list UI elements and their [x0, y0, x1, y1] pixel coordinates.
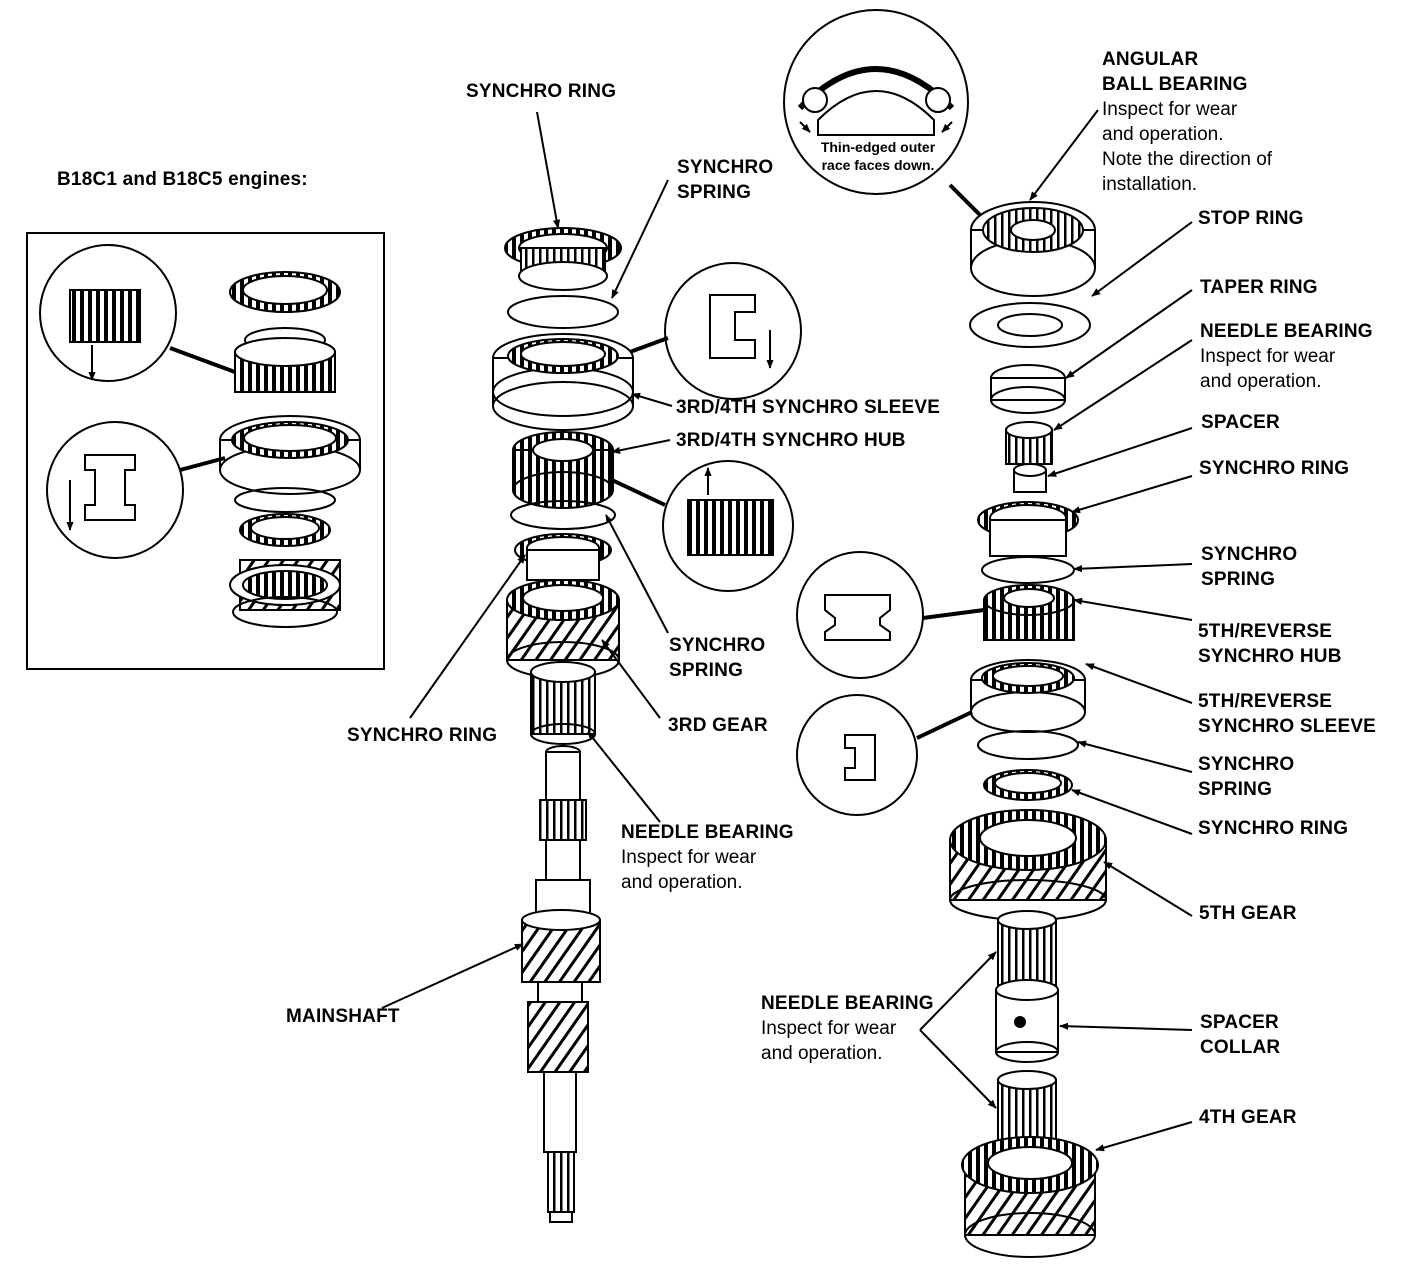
variant-inset — [26, 232, 385, 670]
label-synchro-ring-mid: SYNCHRO RING — [347, 725, 498, 746]
label-needle-bearing-r1: NEEDLE BEARING Inspect for wear and oper… — [1200, 321, 1373, 392]
mainshaft-assembly — [492, 227, 802, 1223]
label-taper-ring: TAPER RING — [1200, 277, 1318, 298]
label-3rd-4th-synchro-sleeve: 3RD/4TH SYNCHRO SLEEVE — [676, 397, 941, 418]
label-3rd-4th-synchro-hub: 3RD/4TH SYNCHRO HUB — [676, 430, 906, 451]
label-angular-ball-bearing: ANGULAR BALL BEARING Inspect for wear an… — [1102, 49, 1273, 195]
leader-lines — [381, 109, 1193, 1152]
label-mainshaft: MAINSHAFT — [286, 1006, 400, 1027]
label-needle-bearing-main: NEEDLE BEARING Inspect for wear and oper… — [621, 822, 794, 893]
label-synchro-ring-r1: SYNCHRO RING — [1199, 458, 1350, 479]
label-stop-ring: STOP RING — [1198, 208, 1304, 229]
bearing-orientation-note: Thin-edged outer race faces down. — [818, 138, 938, 174]
note-line-1: Thin-edged outer — [820, 139, 936, 155]
note-line-2: race faces down. — [821, 157, 935, 173]
label-needle-bearing-r2: NEEDLE BEARING Inspect for wear and oper… — [761, 993, 934, 1064]
variant-title: B18C1 and B18C5 engines: — [57, 169, 308, 190]
label-synchro-ring-top: SYNCHRO RING — [466, 81, 617, 102]
countershaft-assembly — [783, 9, 1107, 1258]
label-spacer: SPACER — [1201, 412, 1280, 433]
label-5th-gear: 5TH GEAR — [1199, 903, 1297, 924]
label-4th-gear: 4TH GEAR — [1199, 1107, 1297, 1128]
label-synchro-ring-r2: SYNCHRO RING — [1198, 818, 1349, 839]
label-3rd-gear: 3RD GEAR — [668, 715, 768, 736]
